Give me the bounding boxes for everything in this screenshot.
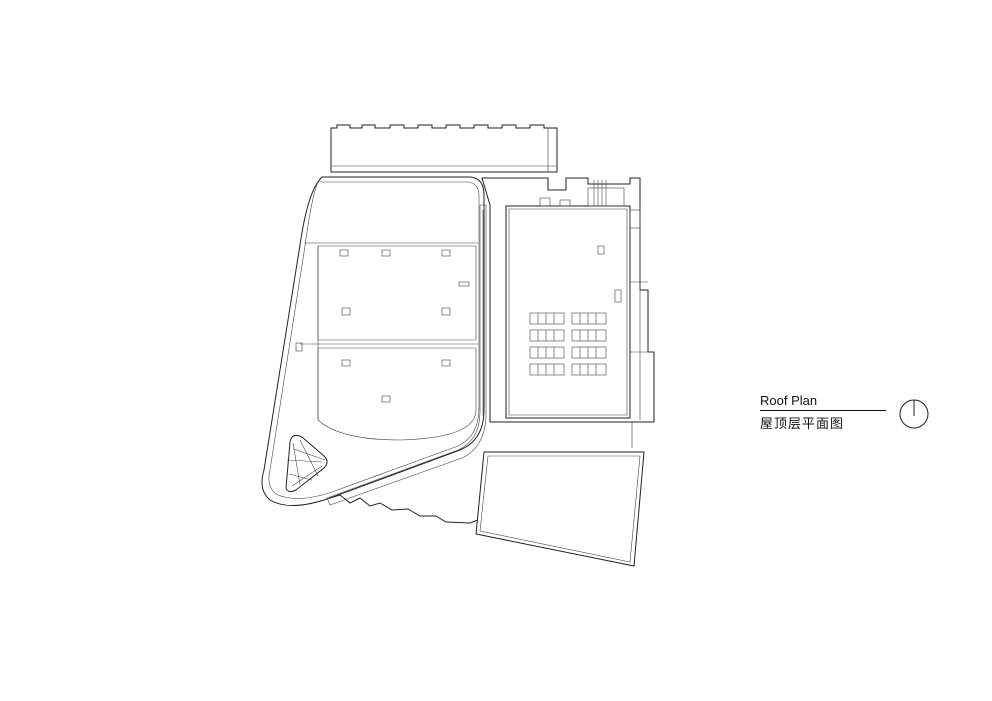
solar-panel-array [529, 312, 607, 376]
north-strip [330, 124, 558, 173]
north-arrow-icon [899, 399, 929, 429]
edge-band [326, 204, 487, 524]
south-east-block [475, 451, 645, 567]
title-underline [760, 410, 886, 411]
drawing-title-english: Roof Plan [760, 393, 818, 408]
drawing-title-chinese: 屋顶层平面图 [760, 417, 845, 432]
west-volume [261, 176, 485, 506]
east-volume [481, 177, 655, 448]
